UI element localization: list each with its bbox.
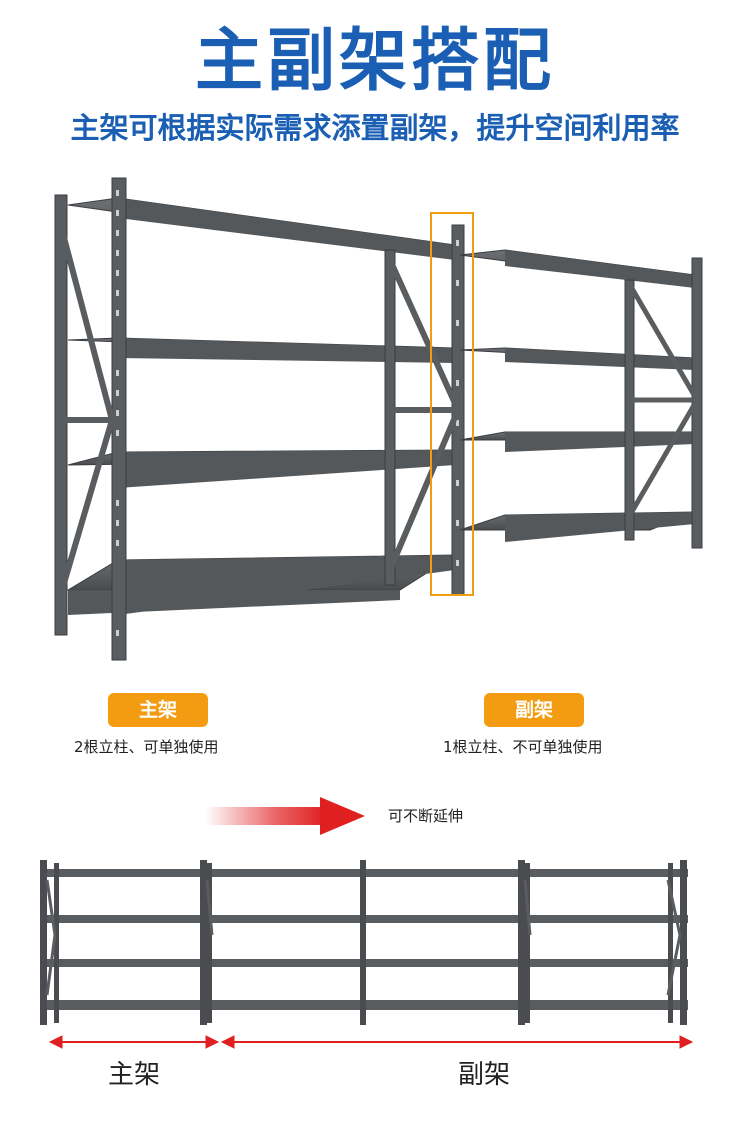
dimension-lines bbox=[48, 1035, 694, 1049]
page-title: 主副架搭配 bbox=[194, 22, 555, 101]
page-subtitle: 主架可根据实际需求添置副架，提升空间利用率 bbox=[70, 111, 680, 145]
extend-arrow-icon bbox=[205, 797, 365, 835]
rack-illustration bbox=[54, 177, 703, 661]
main-rack-badge: 主架 bbox=[108, 693, 208, 727]
sub-rack-description: 1根立柱、不可单独使用 bbox=[443, 738, 603, 756]
shared-upright-highlight bbox=[430, 212, 474, 596]
bottom-sub-label: 副架 bbox=[458, 1060, 511, 1090]
sub-rack bbox=[459, 249, 696, 531]
bottom-main-label: 主架 bbox=[108, 1060, 161, 1090]
rack-front-view bbox=[40, 860, 688, 1025]
sub-rack-badge: 副架 bbox=[484, 693, 584, 727]
extend-label: 可不断延伸 bbox=[388, 807, 464, 825]
main-rack-description: 2根立柱、可单独使用 bbox=[74, 738, 219, 756]
